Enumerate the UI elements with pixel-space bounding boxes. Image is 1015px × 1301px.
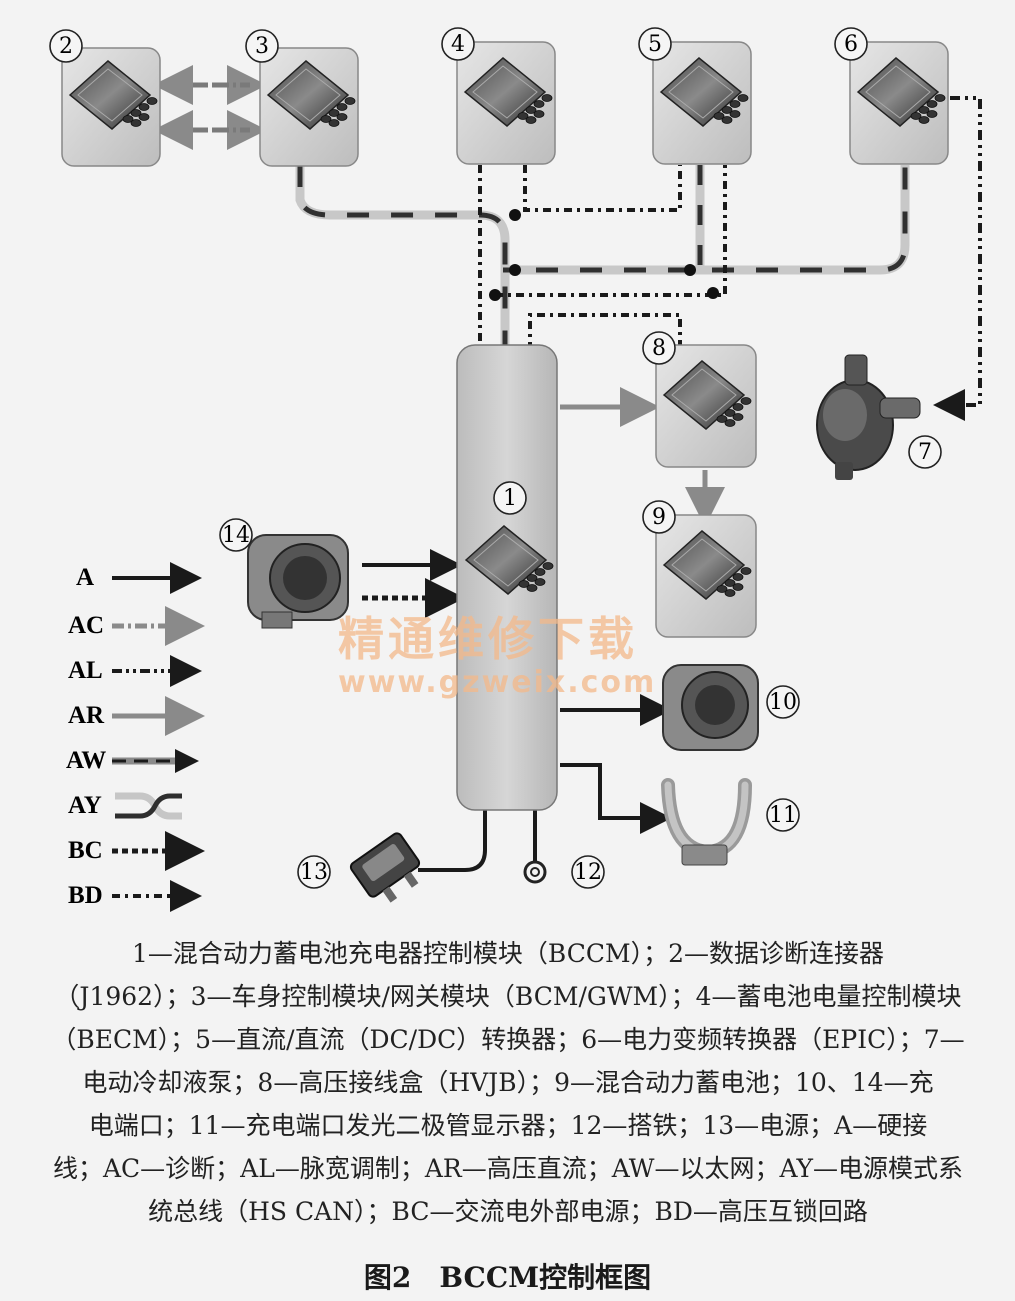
badge-11: 11: [766, 798, 800, 832]
caption-line: 电端口；11—充电端口发光二极管显示器；12—搭铁；13—电源；A—硬接: [88, 1111, 928, 1140]
figure-title: 图2 BCCM控制框图: [363, 1261, 652, 1294]
legend: A AC AL AR AW AY BC BD: [66, 562, 205, 912]
badge-14: 14: [219, 518, 253, 552]
caption-line: 线；AC—诊断；AL—脉宽调制；AR—高压直流；AW—以太网；AY—电源模式系: [53, 1154, 963, 1183]
legend-label-bc: BC: [68, 837, 103, 864]
badge-label: 11: [769, 803, 797, 828]
caption-line: （BECM）；5—直流/直流（DC/DC）转换器；6—电力变频转换器（EPIC）…: [51, 1025, 965, 1054]
badge-2: 2: [49, 29, 83, 63]
badge-label: 8: [652, 336, 666, 361]
legend-item-ac: AC: [68, 606, 205, 646]
badge-9: 9: [642, 500, 676, 534]
badge-label: 12: [574, 860, 602, 885]
watermark-url: www.gzweix.com: [338, 665, 656, 700]
badge-1: 1: [493, 481, 527, 515]
module-3: [259, 47, 359, 167]
ground-ring: [523, 860, 547, 884]
charge-port-14: [247, 534, 349, 629]
badge-8: 8: [642, 331, 676, 365]
badge-6: 6: [834, 27, 868, 61]
caption-line: （J1962）；3—车身控制模块/网关模块（BCM/GWM）；4—蓄电池电量控制…: [54, 982, 962, 1011]
legend-item-bc: BC: [68, 831, 205, 871]
badge-label: 5: [648, 32, 662, 57]
badge-4: 4: [441, 27, 475, 61]
badge-label: 6: [844, 32, 858, 57]
coolant-pump: [816, 354, 921, 480]
badge-12: 12: [571, 855, 605, 889]
wiring: [153, 65, 982, 872]
legend-label-ay: AY: [68, 792, 102, 819]
badge-label: 1: [503, 486, 517, 511]
legend-item-ay: AY: [68, 792, 182, 820]
fuse-power: [349, 832, 421, 903]
badge-label: 7: [918, 440, 932, 465]
badge-7: 7: [908, 435, 942, 469]
legend-label-bd: BD: [68, 882, 103, 909]
badge-label: 10: [769, 690, 797, 715]
badge-label: 4: [451, 32, 465, 57]
watermark-title: 精通维修下载: [338, 612, 638, 666]
legend-label-al: AL: [68, 657, 103, 684]
badge-3: 3: [245, 29, 279, 63]
legend-label-a: A: [76, 564, 94, 591]
legend-item-a: A: [76, 562, 202, 594]
legend-label-ar: AR: [68, 702, 105, 729]
legend-item-bd: BD: [68, 880, 202, 912]
module-4: [456, 41, 556, 165]
badge-label: 14: [222, 523, 250, 548]
caption-line: 1—混合动力蓄电池充电器控制模块（BCCM）；2—数据诊断连接器: [131, 939, 884, 968]
module-8: [655, 344, 757, 468]
badge-label: 3: [255, 34, 269, 59]
module-9: [655, 514, 757, 638]
module-6: [849, 41, 949, 165]
legend-label-aw: AW: [66, 747, 106, 774]
charge-port-led: [661, 778, 752, 866]
badge-label: 2: [59, 34, 73, 59]
badge-label: 13: [300, 860, 328, 885]
module-5: [652, 41, 752, 165]
module-1-bccm: [456, 344, 558, 811]
legend-item-al: AL: [68, 655, 202, 687]
badge-10: 10: [766, 685, 800, 719]
figure-caption: 1—混合动力蓄电池充电器控制模块（BCCM）；2—数据诊断连接器 （J1962）…: [28, 932, 988, 1233]
module-2: [61, 47, 161, 167]
charge-port-10: [662, 664, 759, 751]
badge-5: 5: [638, 27, 672, 61]
caption-line: 统总线（HS CAN）；BC—交流电外部电源；BD—高压互锁回路: [148, 1197, 868, 1226]
legend-label-ac: AC: [68, 612, 104, 639]
badge-13: 13: [297, 855, 331, 889]
badge-label: 9: [652, 505, 666, 530]
caption-line: 电动冷却液泵；8—高压接线盒（HVJB）；9—混合动力蓄电池；10、14—充: [82, 1068, 934, 1097]
legend-item-ar: AR: [68, 696, 205, 736]
legend-item-aw: AW: [66, 747, 199, 774]
